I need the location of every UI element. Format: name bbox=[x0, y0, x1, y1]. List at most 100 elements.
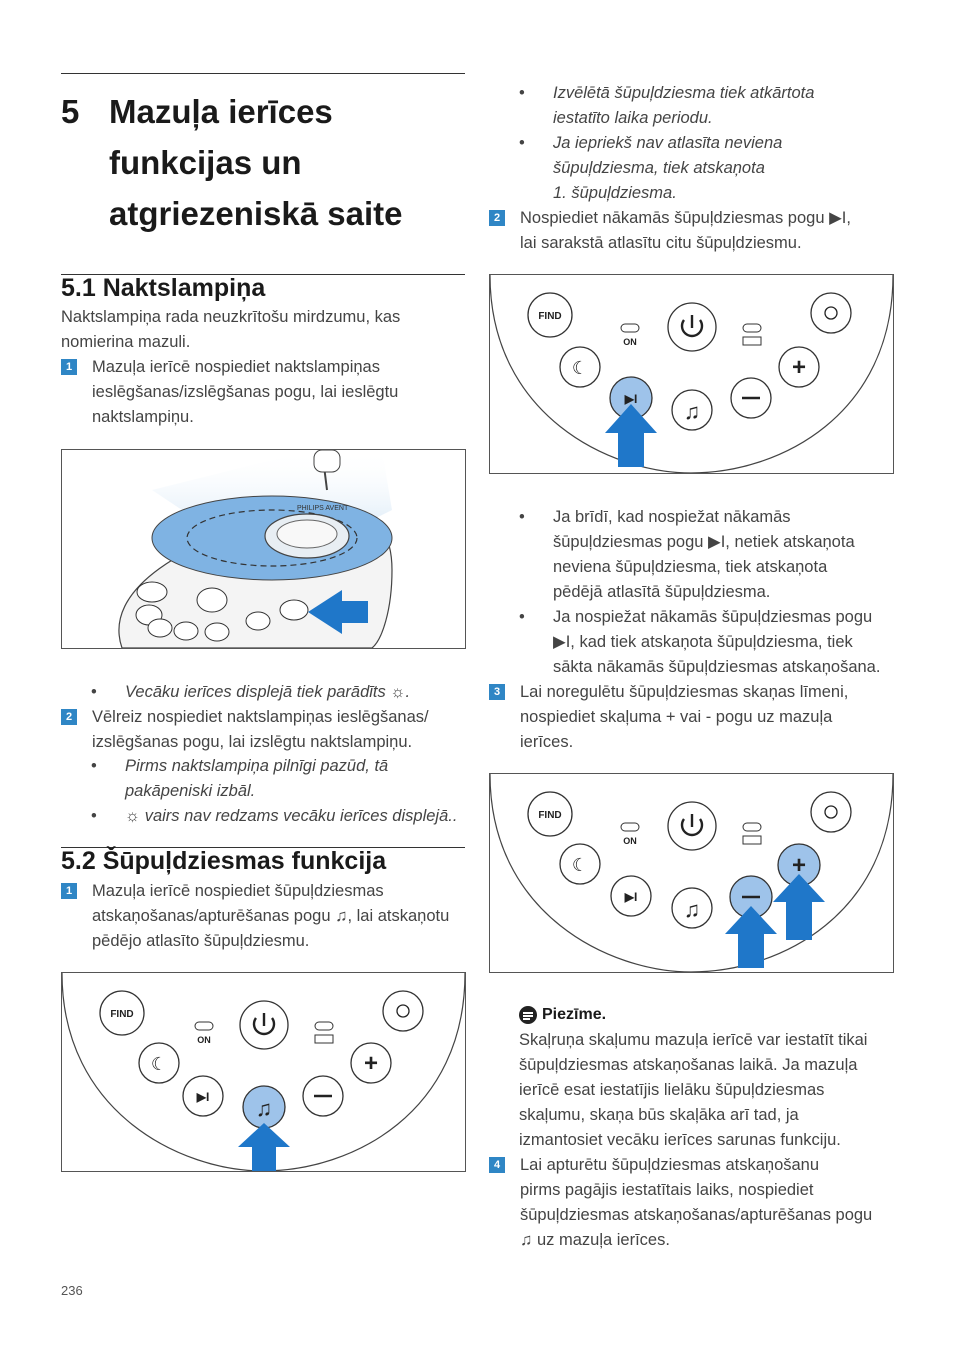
control-panel-figure-music: FIND ON ☾ + ▶I ♫ bbox=[61, 972, 466, 1172]
control-panel-figure-next: FIND ON ☾ + ▶I ♫ bbox=[489, 274, 894, 474]
bullet-item: • Pirms naktslampiņa pilnīgi pazūd, tā p… bbox=[91, 754, 471, 804]
battery-indicator bbox=[742, 822, 762, 832]
step-badge: 1 bbox=[61, 883, 77, 899]
text-line: izslēgšanas pogu, lai izslēgtu naktslamp… bbox=[92, 733, 413, 751]
on-label: ON bbox=[197, 1035, 211, 1045]
arrow-icon bbox=[238, 1123, 290, 1171]
text-line: pēdējo atlasīto šūpuļdziesmu. bbox=[92, 932, 310, 950]
device-outline bbox=[490, 275, 893, 473]
lullaby-moon-button bbox=[138, 1042, 180, 1084]
battery-icon bbox=[742, 336, 762, 346]
find-button bbox=[136, 581, 168, 603]
next-icon: ▶I bbox=[624, 890, 638, 904]
text-line: Lai noregulētu šūpuļdziesmas skaņas līme… bbox=[520, 683, 849, 701]
plus-icon: + bbox=[792, 852, 806, 879]
next-icon: ▶I bbox=[196, 1090, 210, 1104]
find-label: FIND bbox=[538, 311, 561, 322]
music-button bbox=[671, 389, 713, 431]
note-body: Skaļruņa skaļumu mazuļa ierīcē var iesta… bbox=[519, 1028, 909, 1153]
bullet-text: Vecāku ierīces displejā tiek parādīts ☼. bbox=[125, 683, 411, 701]
night-light-button bbox=[810, 791, 852, 833]
on-indicator bbox=[620, 822, 640, 832]
plus-button bbox=[245, 611, 271, 631]
battery-indicator bbox=[314, 1021, 334, 1031]
text-line: ♫ uz mazuļa ierīces. bbox=[520, 1231, 670, 1249]
section-rule bbox=[61, 274, 465, 275]
plus-icon: + bbox=[792, 354, 806, 381]
section-rule bbox=[61, 847, 465, 848]
minus-button bbox=[204, 622, 230, 642]
arrow-icon bbox=[773, 874, 825, 940]
next-track-button bbox=[182, 1075, 224, 1117]
text-line: naktslampiņu. bbox=[92, 408, 194, 426]
text-line: ierīcē esat iestatījis lielāku šūpuļdzie… bbox=[519, 1081, 825, 1099]
note-title: Piezīme. bbox=[542, 1006, 607, 1023]
top-rule bbox=[61, 73, 465, 74]
dashed-ring bbox=[186, 509, 358, 567]
text-line: šūpuļdziesmas atskaņošanas laikā. Ja maz… bbox=[519, 1056, 858, 1074]
chapter-title-line: atgriezeniskā saite bbox=[109, 195, 403, 232]
step-2: 2 Nospiediet nākamās šūpuļdziesmas pogu … bbox=[489, 206, 899, 256]
text-line: Skaļruņa skaļumu mazuļa ierīcē var iesta… bbox=[519, 1031, 868, 1049]
note-icon bbox=[519, 1006, 537, 1024]
text-line: sākta nākamās šūpuļdziesmas atskaņošana. bbox=[553, 658, 881, 676]
text-line: ieslēgšanas/izslēgšanas pogu, lai ieslēg… bbox=[92, 383, 399, 401]
night-light-button bbox=[382, 990, 424, 1032]
text-line: pirms pagājis iestatītais laiks, nospied… bbox=[520, 1181, 814, 1199]
lullaby-moon-button bbox=[559, 346, 601, 388]
section-title-night-light: 5.1 Naktslampiņa bbox=[61, 274, 266, 302]
battery-indicator bbox=[742, 323, 762, 333]
bullet-item: • Ja nospiežat nākamās šūpuļdziesmas pog… bbox=[519, 605, 909, 680]
music-button bbox=[671, 887, 713, 929]
next-icon: ▶I bbox=[624, 392, 638, 406]
step-badge: 2 bbox=[489, 210, 505, 226]
moon-star-icon: ☾ bbox=[151, 1054, 167, 1074]
find-label: FIND bbox=[538, 810, 561, 821]
on-indicator bbox=[194, 1021, 214, 1031]
power-icon bbox=[680, 818, 704, 837]
bullet-text: ☼ vairs nav redzams vecāku ierīces displ… bbox=[125, 807, 458, 825]
battery-icon bbox=[742, 835, 762, 845]
sun-icon bbox=[396, 1004, 410, 1018]
text-line: nospiediet skaļuma + vai - pogu uz mazuļ… bbox=[520, 708, 833, 726]
step-badge: 3 bbox=[489, 684, 505, 700]
text-line: šūpuļdziesmas atskaņošanas/apturēšanas p… bbox=[520, 1206, 873, 1224]
volume-up-button bbox=[778, 346, 820, 388]
bullet-item: • Izvēlētā šūpuļdziesma tiek atkārtota i… bbox=[519, 81, 899, 131]
plus-icon: + bbox=[364, 1050, 378, 1077]
moon-star-icon: ☾ bbox=[572, 358, 588, 378]
text-line: izmantosiet vecāku ierīces sarunas funkc… bbox=[519, 1131, 841, 1149]
text-line: Ja iepriekš nav atlasīta neviena bbox=[553, 134, 783, 152]
text-line: Ja nospiežat nākamās šūpuļdziesmas pogu bbox=[553, 608, 873, 626]
text-line: neviena šūpuļdziesma, tiek atskaņota bbox=[553, 558, 828, 576]
chapter-title-line: Mazuļa ierīces bbox=[109, 93, 333, 130]
text-line: Nospiediet nākamās šūpuļdziesmas pogu ▶I… bbox=[520, 209, 851, 227]
page-number: 236 bbox=[61, 1283, 83, 1298]
chapter-number: 5 bbox=[61, 93, 80, 130]
on-label: ON bbox=[623, 337, 637, 347]
section-title-lullaby: 5.2 Šūpuļdziesmas funkcija bbox=[61, 847, 387, 875]
music-note-icon: ♫ bbox=[256, 1096, 273, 1121]
night-light-button bbox=[279, 599, 309, 621]
bullet-item: • Ja iepriekš nav atlasīta neviena šūpuļ… bbox=[519, 131, 899, 206]
chapter-title-line: funkcijas un bbox=[109, 144, 302, 181]
step-2: 2 Vēlreiz nospiediet naktslampiņas ieslē… bbox=[61, 705, 471, 755]
sun-icon bbox=[824, 306, 838, 320]
text-line: šūpuļdziesmas pogu ▶I, netiek atskaņota bbox=[553, 533, 855, 551]
device-outline bbox=[490, 774, 893, 972]
text-line: Mazuļa ierīcē nospiediet šūpuļdziesmas bbox=[92, 882, 384, 900]
text-line: Lai apturētu šūpuļdziesmas atskaņošanu bbox=[520, 1156, 820, 1174]
text-line: šūpuļdziesma, tiek atskaņota bbox=[553, 159, 765, 177]
moon-star-icon: ☾ bbox=[572, 855, 588, 875]
power-button bbox=[196, 587, 228, 613]
bullet-item: • Ja brīdī, kad nospiežat nākamās šūpuļd… bbox=[519, 505, 899, 605]
device-logo: PHILIPS AVENT bbox=[297, 505, 349, 512]
text-line: atskaņošanas/apturēšanas pogu ♫, lai ats… bbox=[92, 907, 450, 925]
device-outline bbox=[62, 973, 465, 1171]
text-line: Pirms naktslampiņa pilnīgi pazūd, tā bbox=[125, 757, 389, 775]
music-note-icon: ♫ bbox=[684, 399, 701, 424]
arrow-icon bbox=[725, 906, 777, 968]
text-line: pakāpeniski izbāl. bbox=[125, 782, 256, 800]
control-panel-figure-volume: FIND ON ☾ + ▶I ♫ bbox=[489, 773, 894, 973]
on-label: ON bbox=[623, 836, 637, 846]
